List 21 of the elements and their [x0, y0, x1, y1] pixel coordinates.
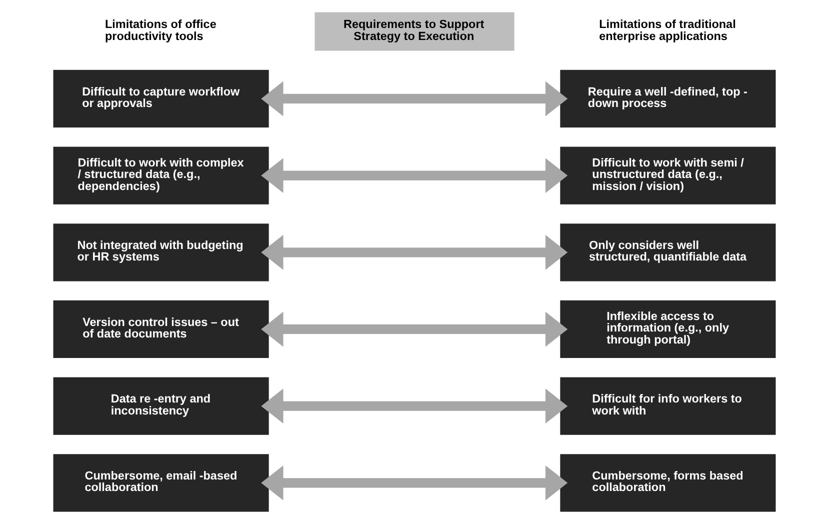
node-box: Difficult for info workers to work with — [560, 377, 776, 435]
arrow — [260, 312, 568, 347]
node-box: Not integrated with budgeting or HR systems — [52, 224, 268, 282]
node-box: Only considers well structured, quantifiable data — [560, 224, 776, 282]
arrow — [260, 465, 568, 500]
node-box: Cumbersome, forms based collaboration — [560, 454, 776, 512]
node-box: Version control issues – out of date documents — [52, 300, 268, 358]
node-box: Data re -entry and inconsistency — [52, 377, 268, 435]
node-box: Difficult to capture workflow or approvals — [52, 70, 268, 128]
arrow — [260, 81, 568, 116]
node-box: Requirements to Support Strategy to Execution — [314, 12, 514, 51]
arrow — [260, 234, 568, 270]
arrow — [260, 388, 568, 424]
node-box: Inflexible access to information (e.g., only through portal) — [560, 300, 776, 358]
label: Limitations of office productivity tools — [104, 18, 216, 43]
node-box: Difficult to work with complex / structured data (e.g., dependencies) — [52, 146, 268, 204]
node-box: Difficult to work with semi / unstructured data (e.g., mission / vision) — [560, 146, 776, 204]
node-box: Require a well -defined, top - down process — [560, 70, 776, 128]
node-box: Cumbersome, email -based collaboration — [52, 454, 268, 512]
label: Limitations of traditional enterprise applications — [598, 18, 736, 43]
arrow — [260, 158, 568, 194]
